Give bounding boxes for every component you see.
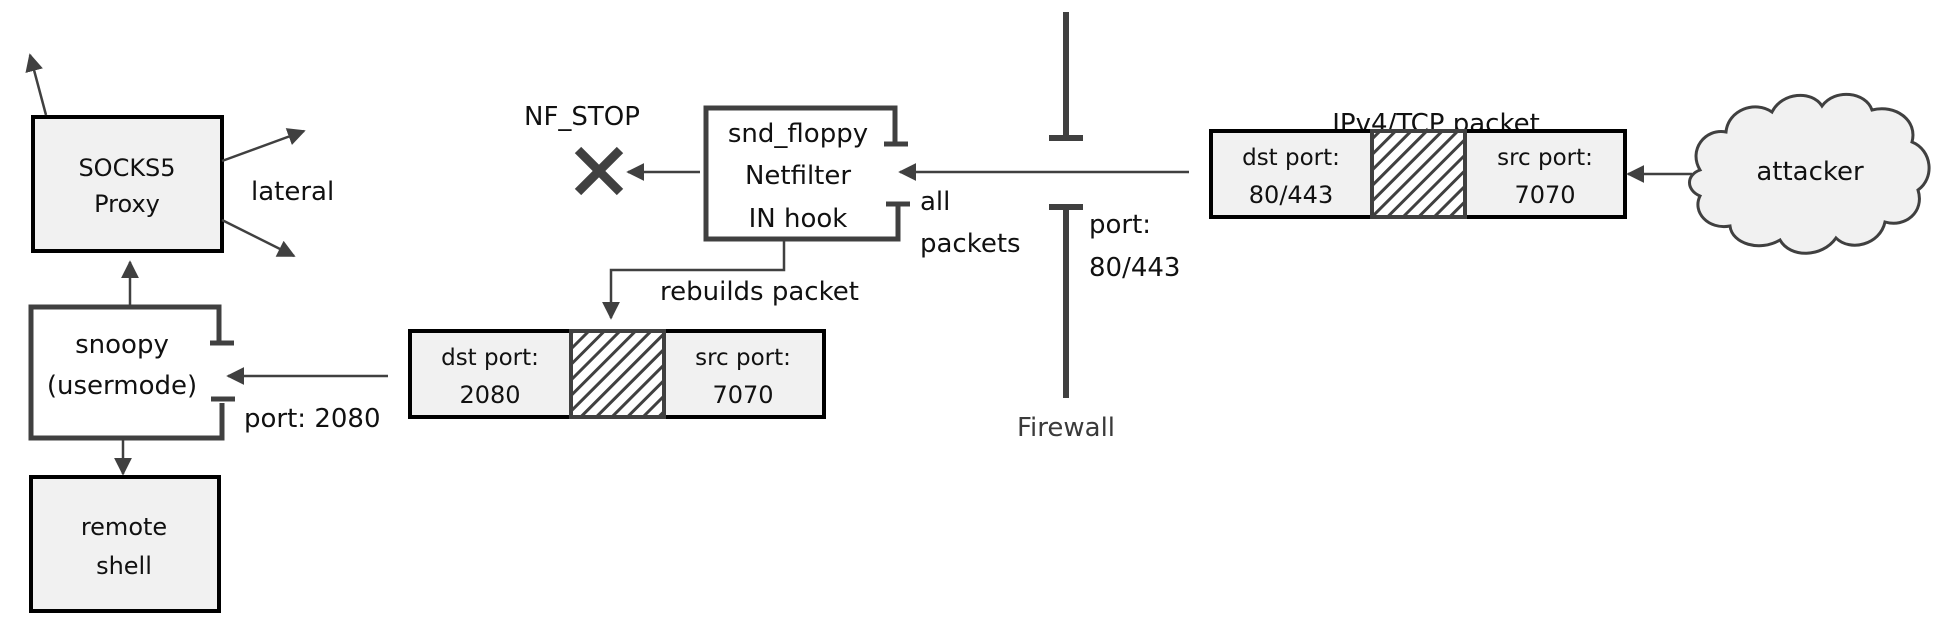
netfilter-to-rebuilt-arrow — [602, 241, 786, 320]
cloud-icon — [1688, 92, 1931, 255]
rebuilt-dst-value: 2080 — [459, 381, 520, 409]
rebuilt-packet-payload — [569, 329, 666, 419]
all-packets-label-line2: packets — [920, 229, 1021, 259]
firewall-port-label-line1: port: — [1089, 210, 1151, 240]
netfilter-label-line1: snd_floppy — [728, 119, 868, 149]
netfilter-label-line2: Netfilter — [745, 161, 851, 191]
firewall-label: Firewall — [1017, 413, 1115, 443]
rebuilt-src-label: src port: — [695, 345, 791, 371]
rebuilds-packet-label: rebuilds packet — [660, 277, 859, 307]
rebuilt-dst-label: dst port: — [441, 345, 539, 371]
firewall: Firewall — [1017, 12, 1115, 443]
original-dst-value: 80/443 — [1249, 181, 1333, 209]
snoopy-node: snoopy (usermode) — [28, 304, 235, 441]
original-dst-label: dst port: — [1242, 145, 1340, 171]
socks5-proxy-box — [31, 115, 224, 253]
snoopy-label-line1: snoopy — [75, 330, 169, 360]
netfilter-label-line3: IN hook — [749, 204, 848, 234]
nf-stop-label: NF_STOP — [524, 102, 640, 132]
rebuilt-packet: dst port: 2080 src port: 7070 — [408, 329, 826, 419]
x-mark-icon — [574, 146, 624, 196]
socks5-proxy-node: SOCKS5 Proxy — [31, 115, 224, 253]
rebuilt-src-value: 7070 — [712, 381, 773, 409]
original-packet-payload — [1370, 129, 1467, 219]
original-src-label: src port: — [1497, 145, 1593, 171]
socks5-proxy-label-line2: Proxy — [94, 190, 160, 218]
remote-shell-node: remote shell — [29, 475, 221, 613]
proxy-arrow-lateral-down — [221, 218, 296, 258]
snoopy-port-label: port: 2080 — [244, 404, 381, 434]
attacker-node: attacker — [1688, 92, 1931, 255]
netfilter-bracket — [703, 105, 901, 242]
firewall-port-label-line2: 80/443 — [1089, 253, 1180, 283]
attacker-label: attacker — [1756, 157, 1864, 187]
all-packets-label-line1: all — [920, 187, 950, 217]
lateral-label: lateral — [251, 177, 334, 207]
proxy-arrow-lateral-up — [221, 128, 306, 163]
original-packet: IPv4/TCP packet dst port: 80/443 src por… — [1209, 109, 1627, 219]
remote-shell-label-line2: shell — [96, 552, 152, 580]
original-src-value: 7070 — [1514, 181, 1575, 209]
proxy-arrow-up — [25, 53, 48, 116]
snoopy-bracket — [28, 304, 225, 441]
remote-shell-label-line1: remote — [81, 513, 167, 541]
remote-shell-box — [29, 475, 221, 613]
netfilter-node: snd_floppy Netfilter IN hook — [703, 105, 910, 242]
socks5-proxy-label-line1: SOCKS5 — [78, 154, 175, 182]
snoopy-label-line2: (usermode) — [47, 371, 197, 401]
